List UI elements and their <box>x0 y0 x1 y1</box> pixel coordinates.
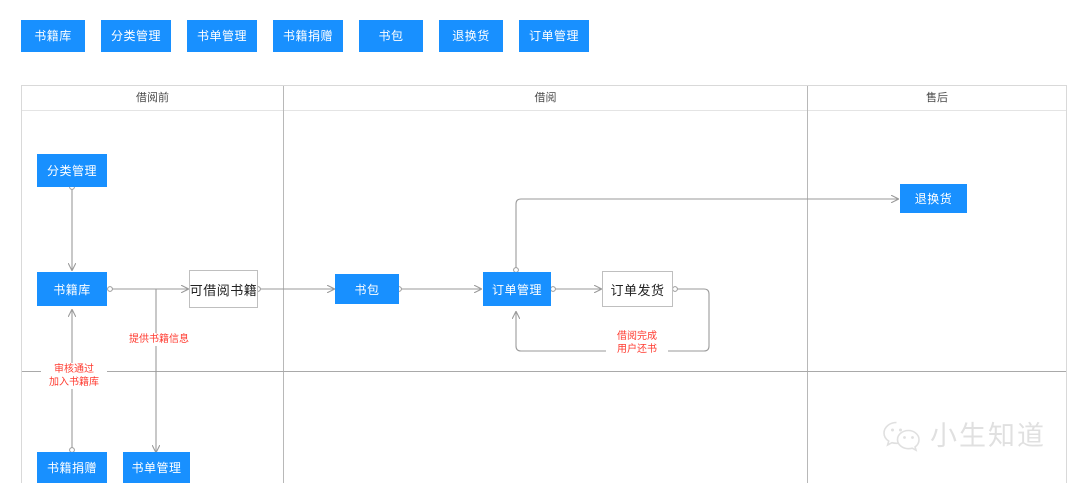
toolbar-spacer <box>171 36 187 37</box>
edge-label-borrow-complete: 借阅完成 <box>606 330 668 343</box>
toolbar-button-category[interactable]: 分类管理 <box>101 20 172 52</box>
lane-bottom-separator <box>22 371 1066 372</box>
node-category[interactable]: 分类管理 <box>37 154 107 187</box>
lane-header-pre-borrow: 借阅前 <box>136 92 169 104</box>
toolbar-button-booklist[interactable]: 书单管理 <box>187 20 258 52</box>
toolbar-button-return-exchange[interactable]: 退换货 <box>439 20 504 52</box>
node-book-library[interactable]: 书籍库 <box>37 272 107 306</box>
edge-label-approved: 审核通过 <box>41 363 107 376</box>
toolbar-button-bag[interactable]: 书包 <box>359 20 424 52</box>
toolbar-spacer <box>343 36 359 37</box>
lane-divider-1-lower <box>283 372 284 483</box>
toolbar-spacer <box>503 36 519 37</box>
node-return-exchange[interactable]: 退换货 <box>900 184 967 213</box>
node-book-donation[interactable]: 书籍捐赠 <box>37 452 107 483</box>
edge-label-user-return-book: 用户还书 <box>606 343 668 356</box>
lane-header-borrowing: 借阅 <box>534 92 557 104</box>
watermark: 小生知道 <box>882 412 1062 460</box>
toolbar-button-book-library[interactable]: 书籍库 <box>21 20 85 52</box>
node-book-bag[interactable]: 书包 <box>335 274 399 304</box>
toolbar-spacer <box>423 36 439 37</box>
node-order-management[interactable]: 订单管理 <box>483 272 551 306</box>
wechat-icon <box>883 421 920 452</box>
node-order-shipping[interactable]: 订单发货 <box>602 271 673 307</box>
edge-label-add-to-library: 加入书籍库 <box>37 376 111 389</box>
edge-label-supply-book-info: 提供书籍信息 <box>121 333 197 346</box>
lane-divider-1 <box>283 86 284 371</box>
module-toolbar: 书籍库 分类管理 书单管理 书籍捐赠 书包 退换货 订单管理 <box>21 20 590 52</box>
lane-header-row: 借阅前 借阅 售后 <box>22 86 1066 111</box>
toolbar-button-donation[interactable]: 书籍捐赠 <box>273 20 344 52</box>
toolbar-spacer <box>257 36 273 37</box>
toolbar-spacer <box>85 36 101 37</box>
watermark-text: 小生知道 <box>930 420 1046 451</box>
toolbar-button-order-mgmt[interactable]: 订单管理 <box>519 20 590 52</box>
lane-header-after-sale: 售后 <box>926 92 948 104</box>
node-borrowable-books[interactable]: 可借阅书籍 <box>189 270 258 308</box>
node-booklist-mgmt[interactable]: 书单管理 <box>123 452 190 483</box>
lane-divider-2 <box>807 86 808 483</box>
